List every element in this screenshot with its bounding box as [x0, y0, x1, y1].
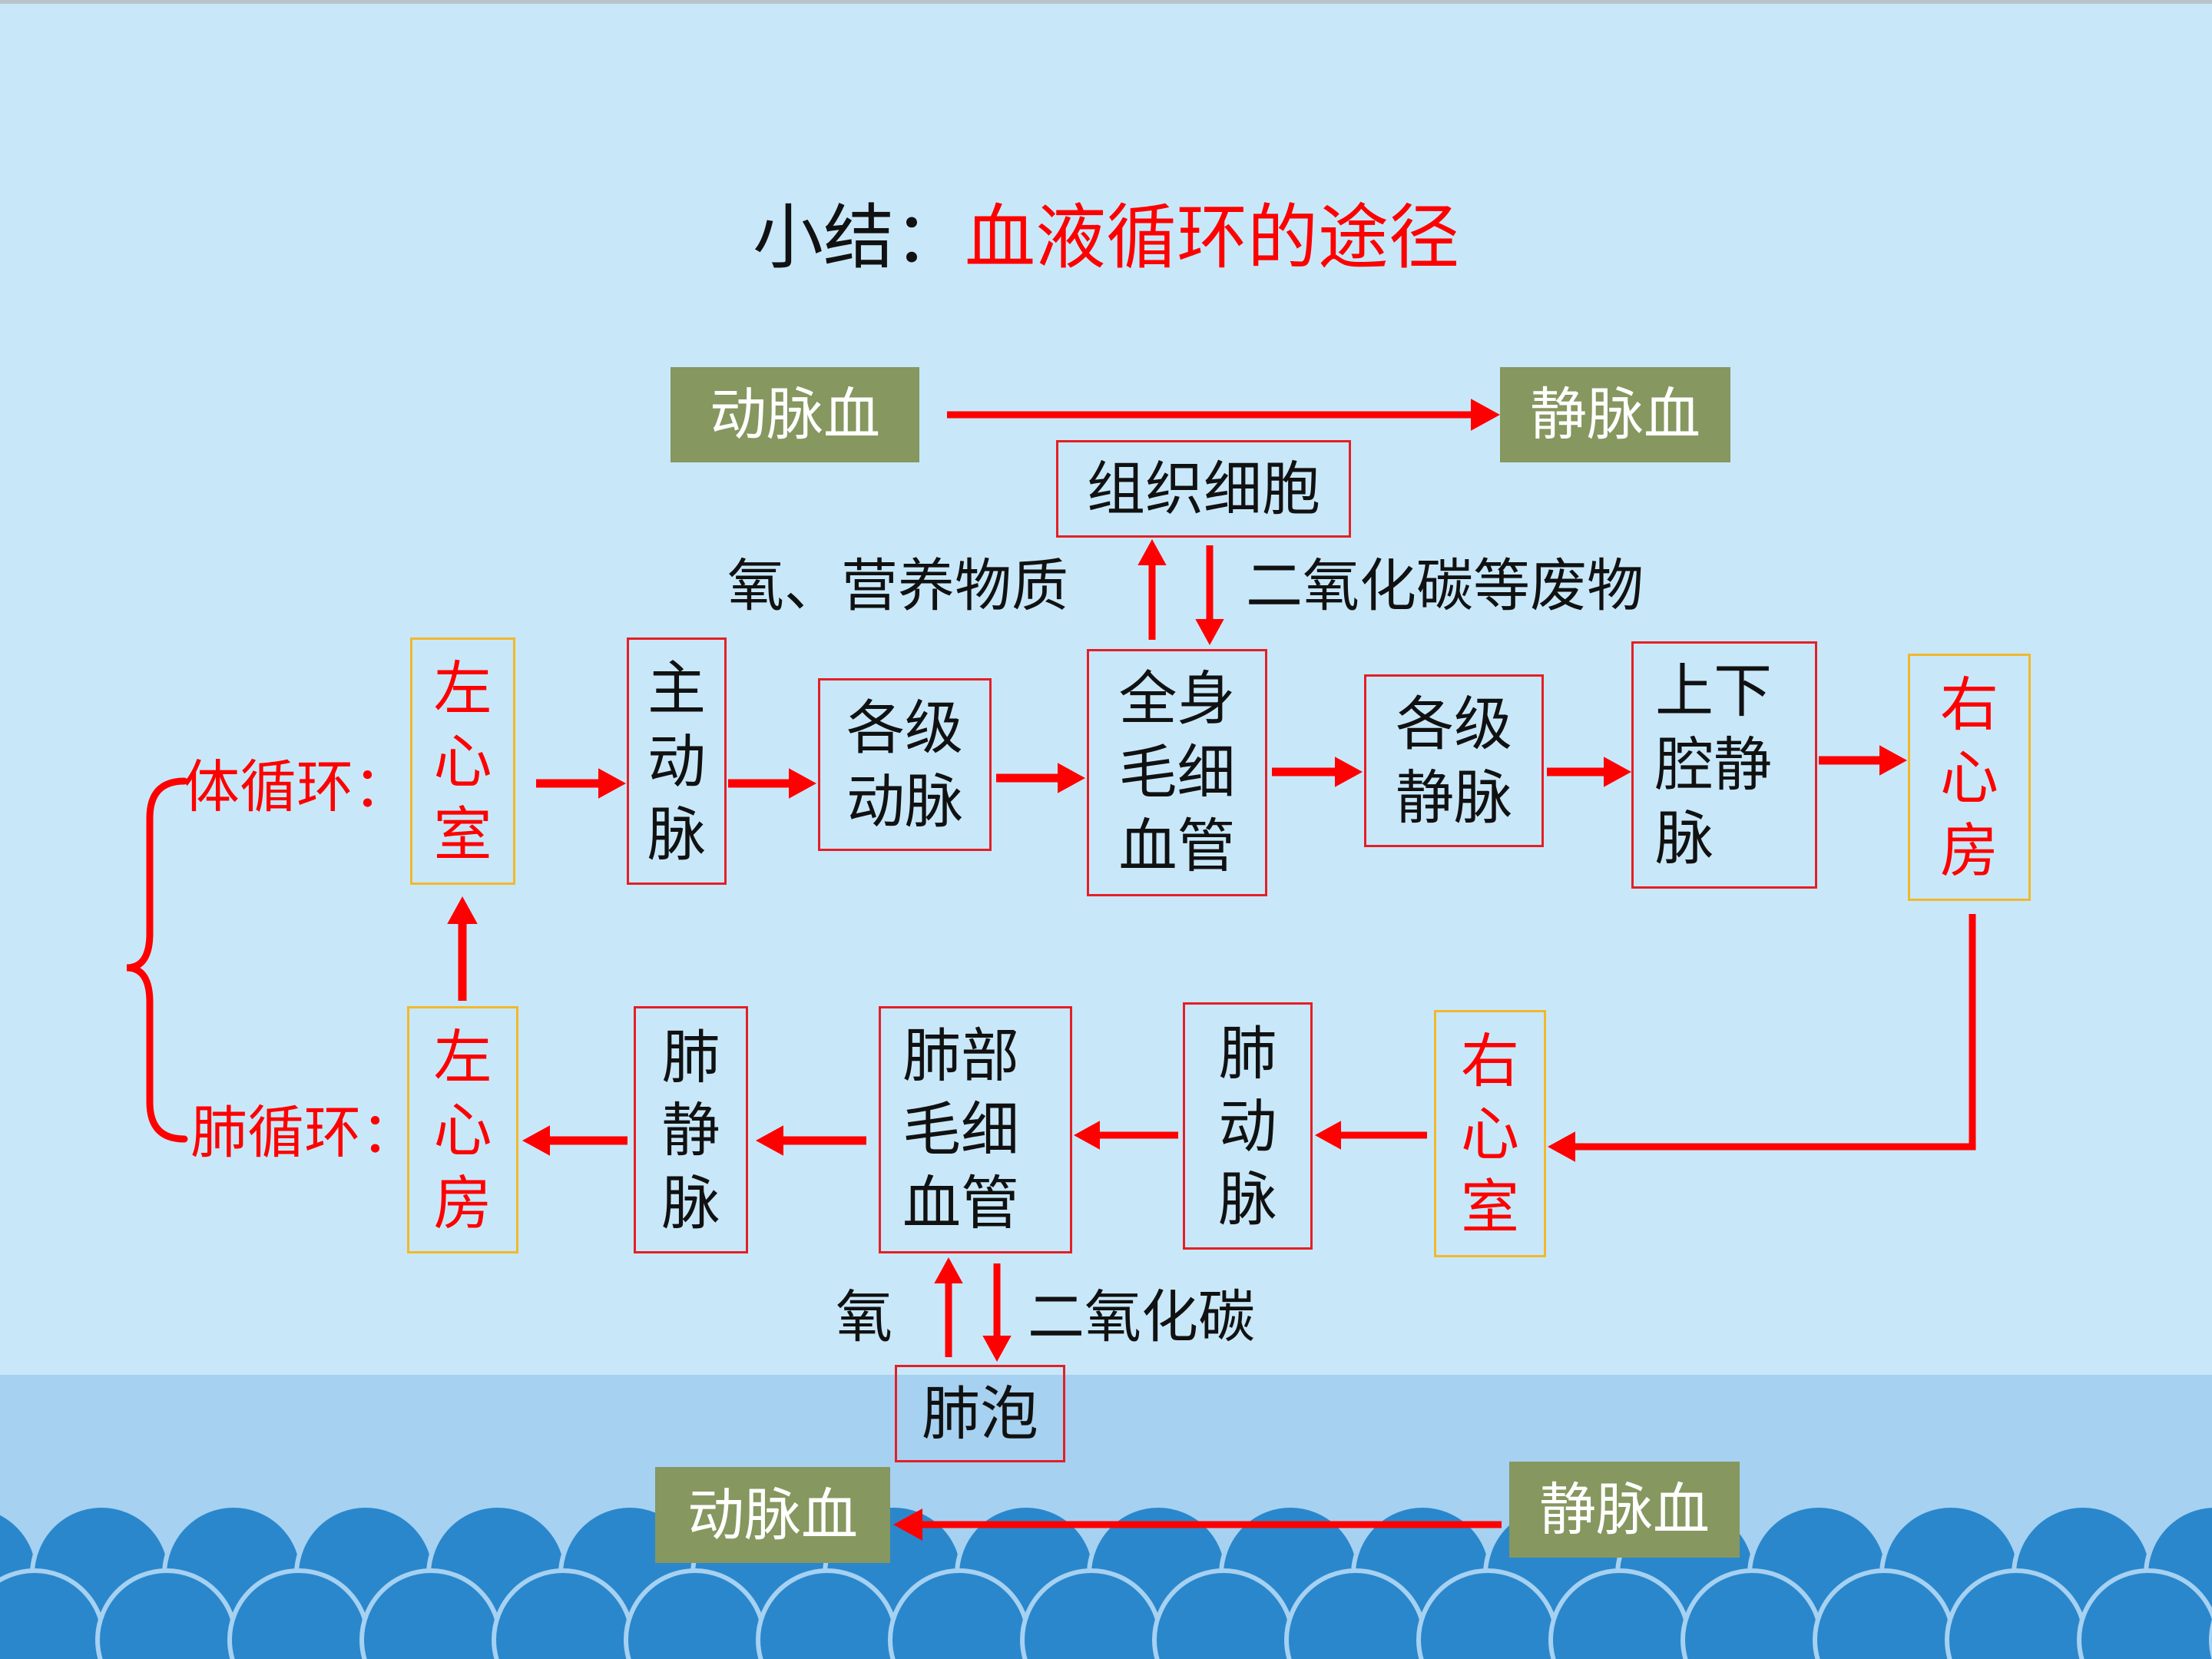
arrow-ra-rv-head — [1548, 1131, 1575, 1162]
arrow-aorta-arteries-head — [789, 768, 816, 799]
box-right-atrium: 右 心 房 — [1908, 654, 2031, 901]
arrow-la-lv-head — [447, 896, 478, 924]
box-left-ventricle: 左 心 室 — [410, 637, 515, 885]
arrow-co2-down-head — [982, 1336, 1012, 1362]
arrow-venacava-ra-head — [1879, 745, 1907, 776]
arrow-rv-partery-head — [1315, 1121, 1341, 1150]
legend-top-venous-blood: 静脉血 — [1500, 367, 1730, 462]
label-pulmonary-circulation: 肺循环： — [190, 1100, 418, 1166]
arrow-bottom-legend-head — [893, 1508, 922, 1541]
arrow-oxygen-up-head — [934, 1257, 963, 1283]
arrow-from-tissue-head — [1195, 619, 1224, 645]
title-main: 血液循环的途径 — [965, 197, 1460, 279]
label-oxygen-nutrients: 氧、营养物质 — [727, 553, 1068, 619]
box-veins: 各级 静脉 — [1364, 674, 1544, 847]
title-prefix: 小结： — [752, 197, 965, 279]
box-alveoli: 肺泡 — [895, 1365, 1065, 1462]
arrow-partery-capillaries-head — [1074, 1121, 1100, 1150]
arrow-arteries-capillaries-head — [1058, 763, 1085, 793]
arrow-capillaries-pvein-head — [756, 1125, 783, 1156]
box-right-ventricle: 右 心 室 — [1434, 1010, 1546, 1257]
box-tissue-cells: 组织细胞 — [1056, 440, 1351, 538]
box-pulmonary-artery: 肺 动 脉 — [1183, 1002, 1313, 1250]
box-systemic-capillaries: 全身 毛细 血管 — [1087, 649, 1267, 896]
box-vena-cava: 上下 腔静 脉 — [1631, 641, 1817, 889]
arrow-ra-rv-line — [1575, 914, 1976, 1151]
arrow-pvein-la-head — [522, 1125, 550, 1156]
legend-bottom-venous-blood: 静脉血 — [1509, 1462, 1740, 1558]
box-pulmonary-vein: 肺 静 脉 — [634, 1006, 748, 1253]
arrow-capillaries-veins-head — [1335, 757, 1363, 787]
curly-brace — [126, 777, 188, 1143]
page-title: 小结：血液循环的途径 — [0, 192, 2212, 284]
arrow-lv-aorta-head — [598, 768, 626, 799]
box-arteries: 各级 动脉 — [818, 678, 992, 851]
box-aorta: 主 动 脉 — [627, 637, 727, 885]
label-co2: 二氧化碳 — [1028, 1284, 1255, 1350]
label-co2-waste: 二氧化碳等废物 — [1246, 553, 1644, 619]
arrow-top-legend-head — [1471, 399, 1500, 431]
box-left-atrium: 左 心 房 — [407, 1006, 518, 1253]
label-oxygen: 氧 — [836, 1284, 892, 1350]
legend-top-arterial-blood: 动脉血 — [671, 367, 919, 462]
arrow-to-tissue-head — [1137, 539, 1167, 565]
wave-circle — [2077, 1568, 2212, 1659]
flow-arrows — [126, 399, 1976, 1541]
label-systemic-circulation: 体循环： — [183, 754, 410, 820]
box-lung-capillaries: 肺部 毛细 血管 — [879, 1006, 1072, 1253]
arrow-veins-venacava-head — [1604, 757, 1631, 787]
legend-bottom-arterial-blood: 动脉血 — [655, 1467, 890, 1563]
